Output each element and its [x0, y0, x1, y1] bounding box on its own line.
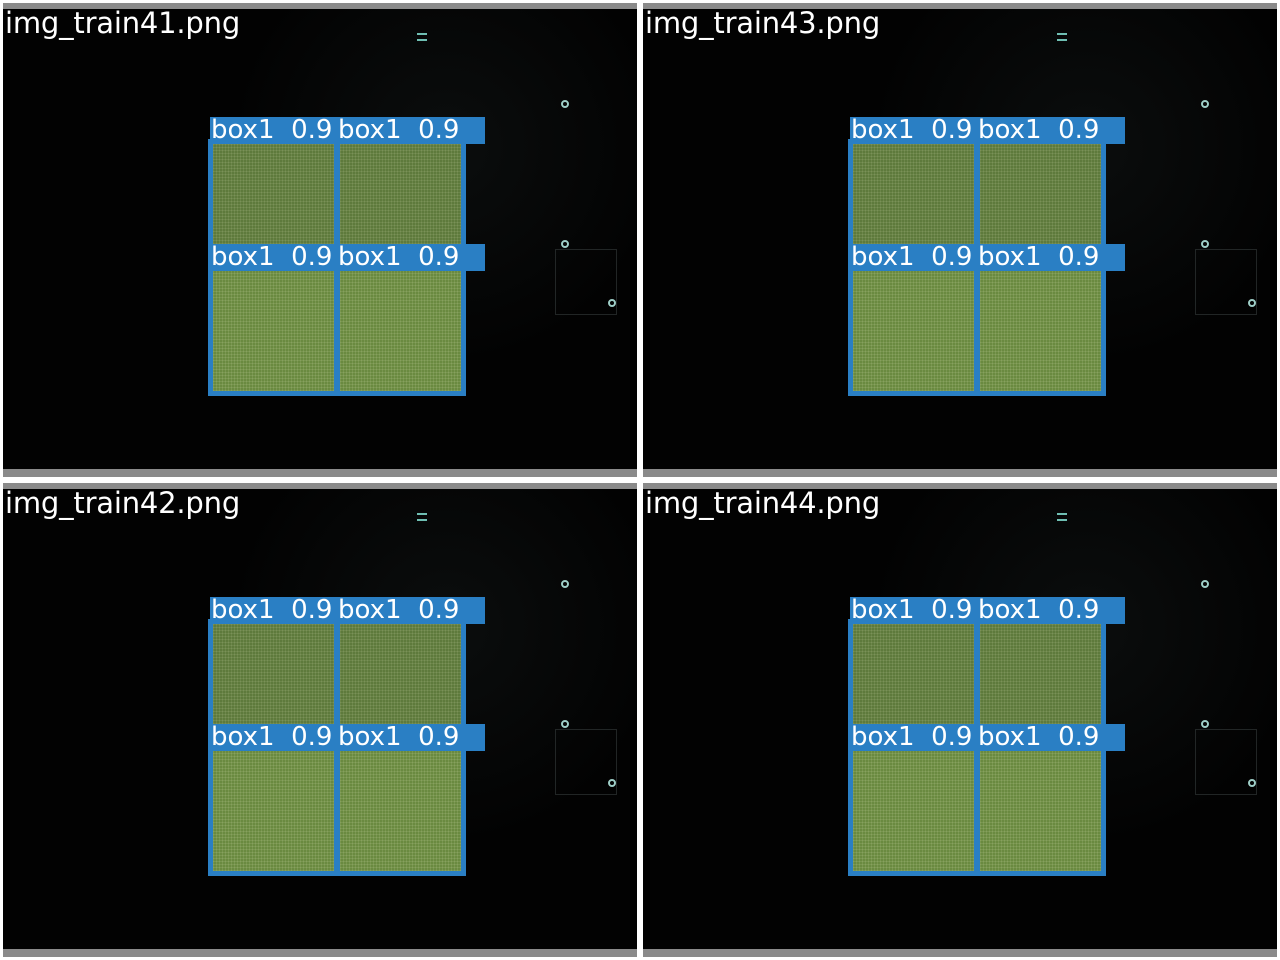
detection-box[interactable] [848, 619, 979, 744]
detection-label: box1 0.9 [977, 117, 1125, 144]
detection-label: box1 0.9 [337, 117, 485, 144]
detection-label: box1 0.9 [850, 244, 980, 271]
artifact-mark [417, 519, 427, 521]
detection-box[interactable] [208, 744, 339, 876]
image-filename: img_train41.png [5, 6, 241, 40]
artifact-mark [1057, 519, 1067, 521]
artifact-dot [561, 100, 569, 108]
artifact-dot [1201, 580, 1209, 588]
artifact-mark [417, 39, 427, 41]
detection-label: box1 0.9 [210, 244, 340, 271]
artifact-dot [1248, 299, 1256, 307]
artifact-dot [1201, 240, 1209, 248]
artifact-dot [561, 580, 569, 588]
image-tile-img-train44[interactable]: box1 0.9 box1 0.9 box1 0.9 box1 0.9 img_… [643, 483, 1277, 957]
detection-label: box1 0.9 [850, 597, 980, 624]
image-tile-img-train42[interactable]: box1 0.9 box1 0.9 box1 0.9 box1 0.9 img_… [3, 483, 637, 957]
artifact-mark [1057, 33, 1067, 35]
detection-label: box1 0.9 [337, 724, 485, 751]
artifact-dot [561, 720, 569, 728]
detection-label: box1 0.9 [210, 597, 340, 624]
detection-label: box1 0.9 [850, 724, 980, 751]
artifact-mark [1057, 513, 1067, 515]
detection-box[interactable] [975, 264, 1106, 396]
detection-label: box1 0.9 [850, 117, 980, 144]
detection-label: box1 0.9 [977, 724, 1125, 751]
tile-background [643, 489, 1277, 949]
artifact-mark [417, 513, 427, 515]
detection-box[interactable] [848, 744, 979, 876]
artifact-dot [608, 779, 616, 787]
detection-label: box1 0.9 [337, 244, 485, 271]
detection-box[interactable] [335, 619, 466, 744]
detection-label: box1 0.9 [210, 117, 340, 144]
artifact-dot [608, 299, 616, 307]
artifact-dot [561, 240, 569, 248]
artifact-mark [417, 33, 427, 35]
detection-label: box1 0.9 [337, 597, 485, 624]
detection-box[interactable] [975, 744, 1106, 876]
detection-box[interactable] [208, 619, 339, 744]
artifact-frame [555, 729, 617, 795]
detection-box[interactable] [848, 264, 979, 396]
detection-label: box1 0.9 [977, 597, 1125, 624]
image-filename: img_train44.png [645, 486, 881, 520]
detection-box[interactable] [848, 139, 979, 264]
image-tile-img-train41[interactable]: box1 0.9 box1 0.9 box1 0.9 box1 0.9 img_… [3, 3, 637, 477]
artifact-dot [1201, 100, 1209, 108]
detection-box[interactable] [335, 744, 466, 876]
artifact-frame [1195, 249, 1257, 315]
image-filename: img_train42.png [5, 486, 241, 520]
image-filename: img_train43.png [645, 6, 881, 40]
detection-box[interactable] [208, 264, 339, 396]
detection-label: box1 0.9 [210, 724, 340, 751]
image-tile-img-train43[interactable]: box1 0.9 box1 0.9 box1 0.9 box1 0.9 img_… [643, 3, 1277, 477]
detection-box[interactable] [975, 139, 1106, 264]
artifact-frame [1195, 729, 1257, 795]
artifact-dot [1248, 779, 1256, 787]
detection-box[interactable] [335, 264, 466, 396]
artifact-frame [555, 249, 617, 315]
artifact-mark [1057, 39, 1067, 41]
artifact-dot [1201, 720, 1209, 728]
detection-label: box1 0.9 [977, 244, 1125, 271]
